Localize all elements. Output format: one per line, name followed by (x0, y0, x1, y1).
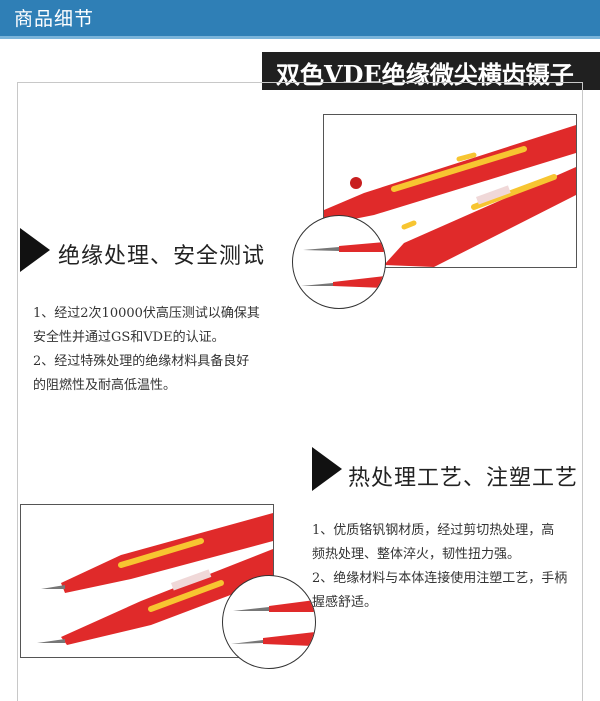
section1-line: 的阻燃性及耐高低温性。 (33, 378, 177, 393)
frame-top-line (17, 82, 583, 83)
tweezer-handle-illustration (324, 125, 576, 267)
product-photo-bottom (20, 504, 274, 658)
section1-line: 安全性并通过GS和VDE的认证。 (33, 330, 225, 345)
tweezer-body-illustration (37, 513, 273, 645)
section2-arrow-icon (312, 447, 342, 491)
header-bar: 商品细节 (0, 0, 600, 39)
section2-body: 1、优质铬钒钢材质，经过剪切热处理，高 频热处理、整体淬火，韧性扭力强。 2、绝… (312, 519, 582, 615)
section1-arrow-icon (20, 228, 50, 272)
section2-line: 2、绝缘材料与本体连接使用注塑工艺，手柄 (312, 571, 568, 586)
tweezer-tips-illustration (301, 242, 385, 288)
section2-heading: 热处理工艺、注塑工艺 (348, 466, 579, 491)
product-title: 双色VDE绝缘微尖横齿镊子 (276, 60, 574, 89)
frame-right-line (582, 82, 583, 701)
section2-line: 频热处理、整体淬火，韧性扭力强。 (312, 547, 521, 562)
zoom-circle-tips-bottom (222, 575, 316, 669)
section2-line: 握感舒适。 (312, 595, 378, 610)
zoom-circle-tips-top (292, 215, 386, 309)
product-details-tab[interactable]: 商品细节 (14, 8, 95, 30)
section1-body: 1、经过2次10000伏高压测试以确保其 安全性并通过GS和VDE的认证。 2、… (33, 302, 293, 398)
section1-heading: 绝缘处理、安全测试 (58, 244, 266, 269)
frame-left-line (17, 82, 18, 701)
section1-line: 2、经过特殊处理的绝缘材料具备良好 (33, 354, 250, 369)
tweezer-tips-illustration (231, 600, 315, 646)
section1-line: 1、经过2次10000伏高压测试以确保其 (33, 306, 260, 321)
section2-line: 1、优质铬钒钢材质，经过剪切热处理，高 (312, 523, 555, 538)
title-banner: 双色VDE绝缘微尖横齿镊子 (262, 52, 600, 90)
